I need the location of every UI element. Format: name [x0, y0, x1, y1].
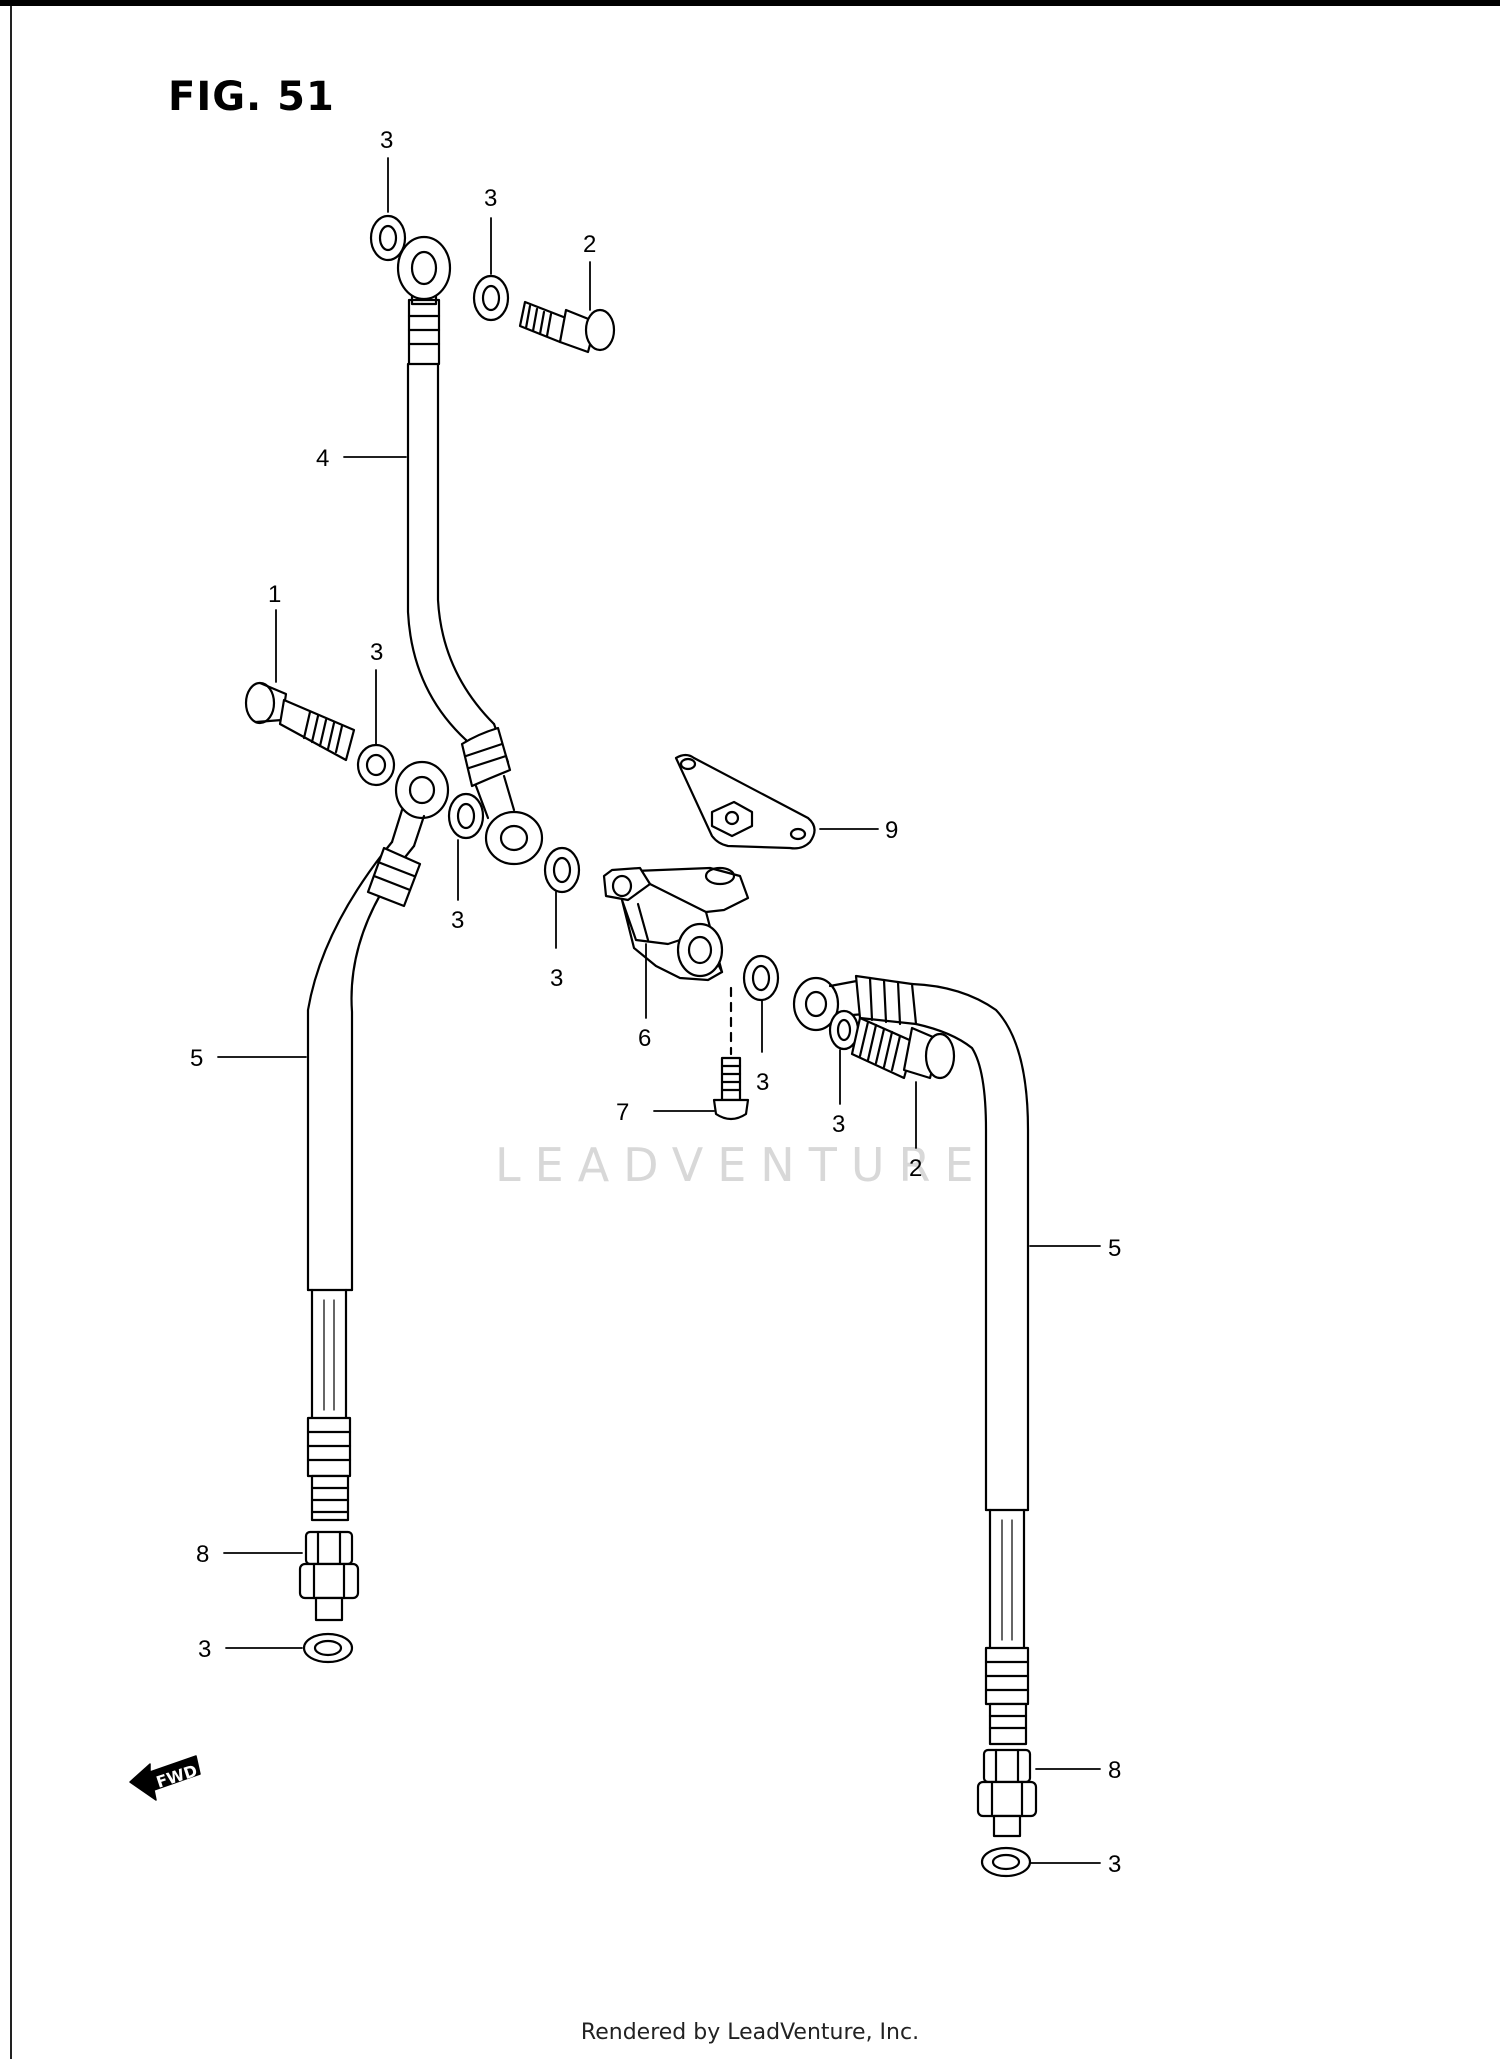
washer-mid-a[interactable]: [447, 792, 485, 840]
callout-banjo-right: 8: [1108, 1757, 1121, 1784]
callout-hose-right: 5: [1108, 1235, 1121, 1262]
left-border: [10, 6, 12, 2059]
mounting-bracket[interactable]: [674, 753, 816, 850]
hose-joint-6[interactable]: [602, 866, 750, 982]
callout-bolt-left: 1: [268, 581, 281, 608]
callout-washer-joint: 3: [756, 1069, 769, 1096]
callout-hose-upper: 4: [316, 445, 329, 472]
right-brake-hose[interactable]: [792, 974, 1030, 1746]
banjo-bolt-right[interactable]: [850, 1016, 956, 1080]
watermark: LEADVENTURE: [495, 1138, 988, 1192]
figure-title: FIG. 51: [168, 74, 335, 120]
callout-bolt-right: 2: [909, 1155, 922, 1182]
callout-bracket: 9: [885, 817, 898, 844]
callout-washer-bottom-right: 3: [1108, 1851, 1121, 1878]
callout-bolt-top: 2: [583, 231, 596, 258]
callout-washer-mid-b: 3: [550, 965, 563, 992]
washer-mid-b[interactable]: [543, 846, 581, 894]
screw-7[interactable]: [712, 1056, 750, 1121]
fwd-label: FWD: [154, 1761, 200, 1792]
callout-banjo-left: 8: [196, 1541, 209, 1568]
callout-joint: 6: [638, 1025, 651, 1052]
banjo-bolt-top[interactable]: [518, 300, 616, 354]
callout-hose-left: 5: [190, 1045, 203, 1072]
callout-washer-top-right: 3: [484, 185, 497, 212]
fwd-arrow-icon: FWD: [129, 1755, 201, 1801]
washer-top-right[interactable]: [472, 274, 510, 322]
top-border: [0, 0, 1500, 6]
callout-washer-bottom-left: 3: [198, 1636, 211, 1663]
callout-washer-top-left: 3: [380, 127, 393, 154]
banjo-bolt-left[interactable]: [244, 681, 356, 762]
leader-lines: [217, 157, 1101, 1864]
callout-washer-mid-a: 3: [451, 907, 464, 934]
callout-screw: 7: [616, 1099, 629, 1126]
left-brake-hose[interactable]: [306, 760, 450, 1522]
callout-washer-right-fitting: 3: [832, 1111, 845, 1138]
upper-brake-hose[interactable]: [406, 298, 516, 820]
washer-joint[interactable]: [742, 954, 780, 1002]
callout-numbers: 3 3 2 4 1 3 3 3 9 6 3 3 2 7 5 5 8 3 8 3: [190, 127, 1121, 1878]
washer-top-left[interactable]: [369, 214, 407, 262]
callout-washer-left: 3: [370, 639, 383, 666]
footer-credit: Rendered by LeadVenture, Inc.: [580, 2020, 920, 2045]
washer-left[interactable]: [356, 743, 396, 787]
banjo-right-8[interactable]: [976, 1748, 1038, 1838]
banjo-left-8[interactable]: [298, 1530, 360, 1622]
washer-bottom-left[interactable]: [302, 1632, 354, 1664]
upper-hose-lower-banjo[interactable]: [484, 810, 544, 866]
washer-bottom-right[interactable]: [980, 1846, 1032, 1878]
upper-banjo-fitting[interactable]: [396, 235, 452, 306]
